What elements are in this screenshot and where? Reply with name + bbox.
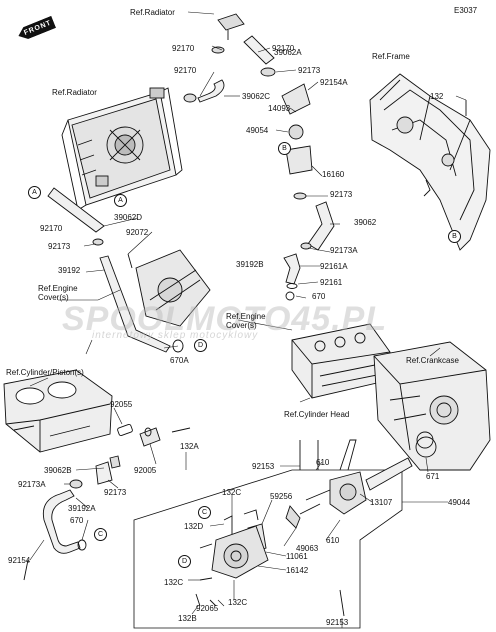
part-92173-b[interactable]: 92173 bbox=[330, 190, 353, 199]
frame-drawing bbox=[369, 73, 491, 251]
part-39062[interactable]: 39062 bbox=[354, 218, 377, 227]
callout-b-frame: B bbox=[448, 230, 461, 243]
part-132c-a[interactable]: 132C bbox=[222, 488, 242, 497]
part-39192[interactable]: 39192 bbox=[58, 266, 81, 275]
part-610-b[interactable]: 610 bbox=[326, 536, 340, 545]
part-92173-a[interactable]: 92173 bbox=[298, 66, 321, 75]
callout-b-upper: B bbox=[278, 142, 291, 155]
part-39062b[interactable]: 39062B bbox=[44, 466, 72, 475]
part-92153-top[interactable]: 92153 bbox=[252, 462, 275, 471]
leader-lines bbox=[29, 11, 467, 628]
part-92154a[interactable]: 92154A bbox=[320, 78, 348, 87]
ref-frame[interactable]: Ref.Frame bbox=[372, 52, 410, 61]
part-39062d[interactable]: 39062D bbox=[114, 213, 143, 222]
part-16142[interactable]: 16142 bbox=[286, 566, 309, 575]
crankcase-drawing bbox=[373, 341, 491, 471]
watermark-logo: SPOOLMOTO45.PL bbox=[62, 300, 388, 338]
callout-d-pump: D bbox=[178, 555, 191, 568]
part-92161a[interactable]: 92161A bbox=[320, 262, 348, 271]
cylinder-piston-drawing bbox=[3, 369, 113, 453]
part-16160[interactable]: 16160 bbox=[322, 170, 345, 179]
part-92005[interactable]: 92005 bbox=[134, 466, 157, 475]
part-92170-c[interactable]: 92170 bbox=[174, 66, 197, 75]
ref-crankcase[interactable]: Ref.Crankcase bbox=[406, 356, 459, 365]
part-39062a[interactable]: 39062A bbox=[274, 48, 302, 57]
part-610-a[interactable]: 610 bbox=[316, 458, 330, 467]
part-92173a-top[interactable]: 92173A bbox=[330, 246, 358, 255]
ref-engine-cover-right[interactable]: Ref.Engine Cover(s) bbox=[226, 312, 266, 330]
part-92173-c[interactable]: 92173 bbox=[48, 242, 71, 251]
part-39062c[interactable]: 39062C bbox=[242, 92, 271, 101]
part-49063[interactable]: 49063 bbox=[296, 544, 319, 553]
watermark-tagline: internetowy sklep motocyklowy bbox=[92, 330, 259, 341]
radiator-drawing bbox=[61, 87, 183, 211]
water-pump-drawing bbox=[133, 436, 437, 629]
part-92170-b[interactable]: 92170 bbox=[172, 44, 195, 53]
part-132b[interactable]: 132B bbox=[178, 614, 197, 623]
part-92170-d[interactable]: 92170 bbox=[40, 224, 63, 233]
part-13107[interactable]: 13107 bbox=[370, 498, 393, 507]
left-hose-drawing bbox=[47, 187, 211, 353]
part-132c-c[interactable]: 132C bbox=[228, 598, 248, 607]
callout-a-left: A bbox=[28, 186, 41, 199]
part-92173-d[interactable]: 92173 bbox=[104, 488, 127, 497]
callout-c-left: C bbox=[94, 528, 107, 541]
part-92153-bot[interactable]: 92153 bbox=[326, 618, 349, 627]
part-92154[interactable]: 92154 bbox=[8, 556, 31, 565]
part-92065[interactable]: 92065 bbox=[196, 604, 219, 613]
part-92170-a[interactable]: 92170 bbox=[272, 44, 295, 53]
ref-engine-cover-left[interactable]: Ref.Engine Cover(s) bbox=[38, 284, 78, 302]
part-670a[interactable]: 670A bbox=[170, 356, 189, 365]
part-670-low[interactable]: 670 bbox=[70, 516, 84, 525]
ref-cylinder-piston[interactable]: Ref.Cylinder/Piston(s) bbox=[6, 368, 84, 377]
ref-cylinder-head[interactable]: Ref.Cylinder Head bbox=[284, 410, 350, 419]
upper-hose-drawings bbox=[183, 13, 335, 301]
part-11061[interactable]: 11061 bbox=[286, 552, 308, 561]
part-670[interactable]: 670 bbox=[312, 292, 326, 301]
part-132d[interactable]: 132D bbox=[184, 522, 204, 531]
part-39192b[interactable]: 39192B bbox=[236, 260, 264, 269]
part-92055[interactable]: 92055 bbox=[110, 400, 133, 409]
part-92072[interactable]: 92072 bbox=[126, 228, 149, 237]
part-59256[interactable]: 59256 bbox=[270, 492, 293, 501]
callout-a-radiator: A bbox=[114, 194, 127, 207]
callout-d-right: D bbox=[194, 339, 207, 352]
part-671[interactable]: 671 bbox=[426, 472, 440, 481]
part-49044[interactable]: 49044 bbox=[448, 498, 471, 507]
part-49054[interactable]: 49054 bbox=[246, 126, 269, 135]
part-14093[interactable]: 14093 bbox=[268, 104, 291, 113]
ref-radiator-top[interactable]: Ref.Radiator bbox=[130, 8, 175, 17]
part-92173a-low[interactable]: 92173A bbox=[18, 480, 46, 489]
callout-c-pump: C bbox=[198, 506, 211, 519]
diagram-code: E3037 bbox=[454, 6, 478, 15]
part-132-frame[interactable]: 132 bbox=[430, 92, 444, 101]
part-132a[interactable]: 132A bbox=[180, 442, 199, 451]
ref-radiator[interactable]: Ref.Radiator bbox=[52, 88, 97, 97]
part-132c-b[interactable]: 132C bbox=[164, 578, 184, 587]
part-92161[interactable]: 92161 bbox=[320, 278, 343, 287]
part-39192a[interactable]: 39192A bbox=[68, 504, 96, 513]
